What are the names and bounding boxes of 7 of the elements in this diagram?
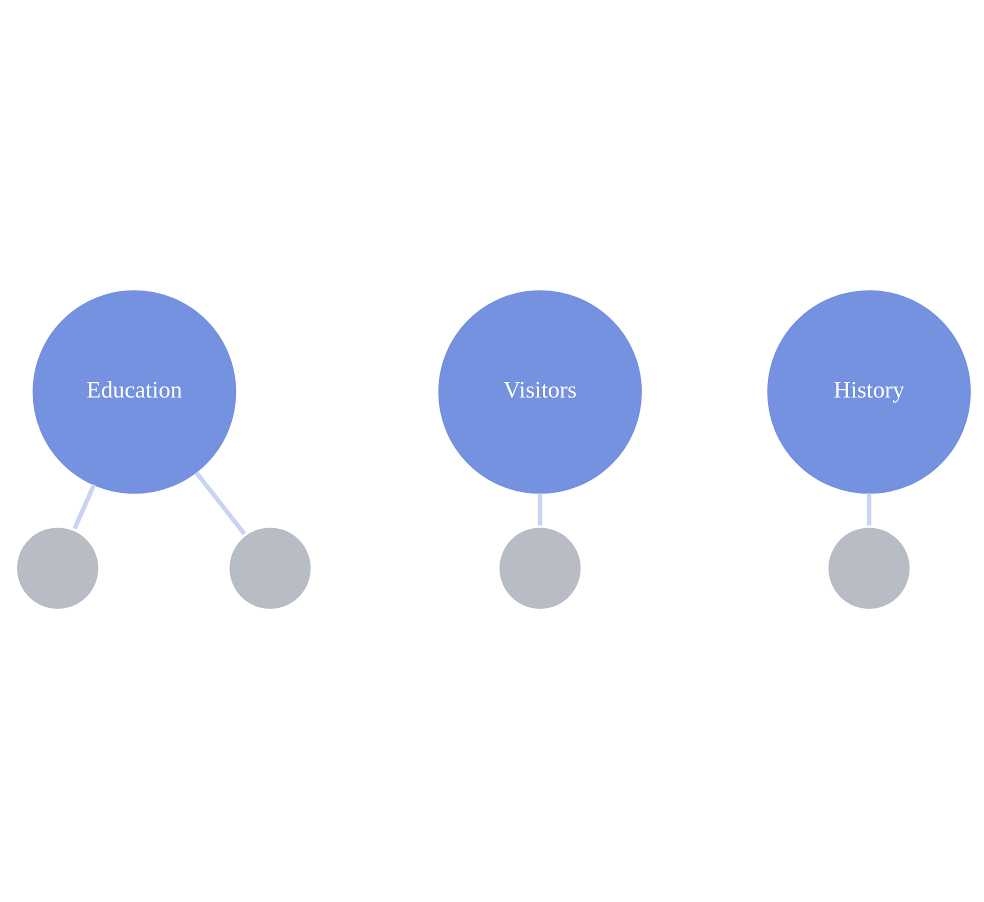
node-circle: Education xyxy=(32,290,236,494)
node-circle: Visitors xyxy=(438,290,642,494)
connector xyxy=(194,471,246,536)
connector xyxy=(866,493,871,526)
node-circle: History xyxy=(766,290,970,494)
connector xyxy=(537,493,542,526)
connector xyxy=(72,484,96,530)
